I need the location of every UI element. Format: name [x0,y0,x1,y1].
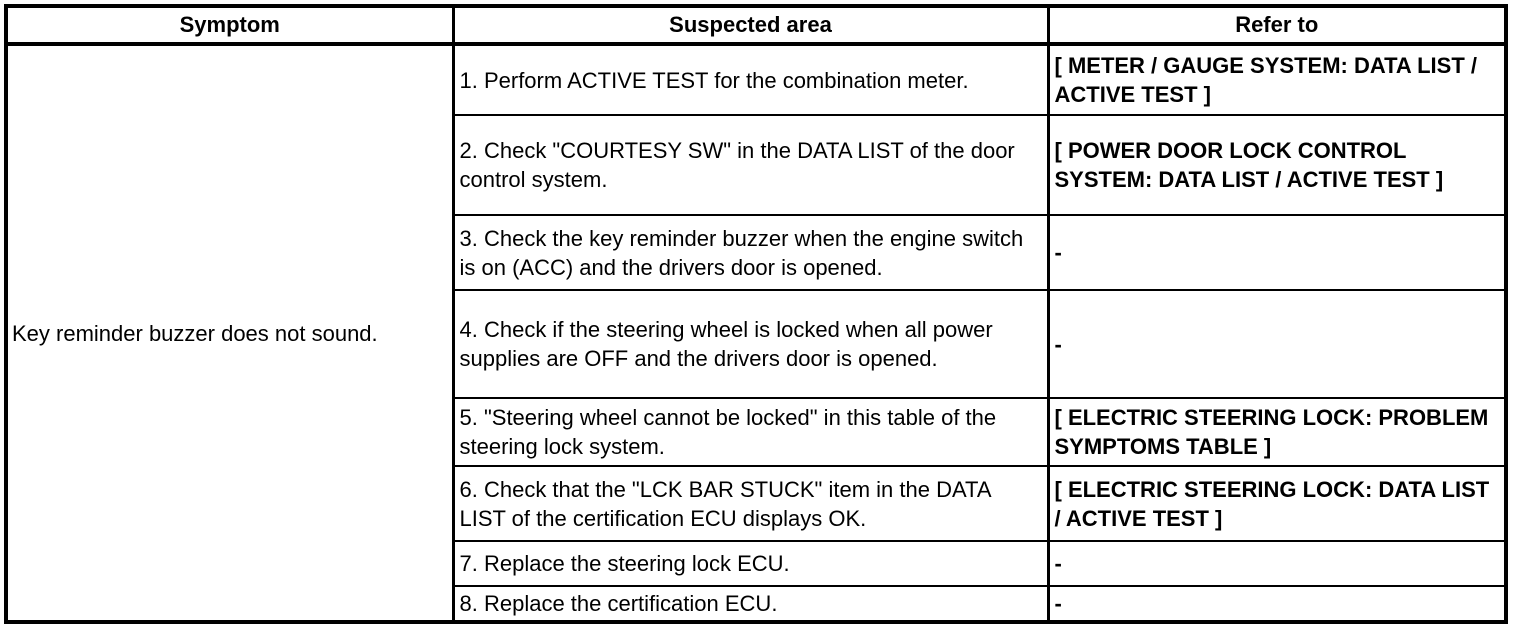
table-row: 3. Check the key reminder buzzer when th… [6,214,1508,291]
refer-to-cell: [ POWER DOOR LOCK CONTROL SYSTEM: DATA L… [1046,114,1508,216]
table-row: 2. Check "COURTESY SW" in the DATA LIST … [6,114,1508,216]
refer-to-cell: [ ELECTRIC STEERING LOCK: PROBLEM SYMPTO… [1046,397,1508,467]
refer-to-cell: - [1046,289,1508,399]
table-row: 8. Replace the certification ECU. - [6,585,1508,623]
problem-symptoms-table: Symptom Suspected area Refer to Key remi… [4,4,1508,624]
table-row: 5. "Steering wheel cannot be locked" in … [6,397,1508,467]
suspected-area-cell: 8. Replace the certification ECU. [451,585,1050,623]
refer-to-cell: [ ELECTRIC STEERING LOCK: DATA LIST / AC… [1046,465,1508,542]
suspected-area-cell: 4. Check if the steering wheel is locked… [451,289,1050,399]
symptom-cell: Key reminder buzzer does not sound. [4,43,455,623]
table-row: 7. Replace the steering lock ECU. - [6,540,1508,587]
suspected-area-cell: 1. Perform ACTIVE TEST for the combinati… [451,43,1050,116]
header-suspected-area: Suspected area [451,5,1050,46]
refer-to-cell: - [1046,540,1508,587]
suspected-area-cell: 3. Check the key reminder buzzer when th… [451,214,1050,291]
suspected-area-cell: 6. Check that the "LCK BAR STUCK" item i… [451,465,1050,542]
header-refer-to: Refer to [1046,5,1508,46]
header-row: Symptom Suspected area Refer to [4,5,1508,46]
suspected-area-cell: 5. "Steering wheel cannot be locked" in … [451,397,1050,467]
suspected-area-cell: 7. Replace the steering lock ECU. [451,540,1050,587]
refer-to-cell: - [1046,585,1508,623]
header-symptom: Symptom [4,5,455,46]
table-row: 6. Check that the "LCK BAR STUCK" item i… [6,465,1508,542]
refer-to-cell: [ METER / GAUGE SYSTEM: DATA LIST / ACTI… [1046,43,1508,116]
suspected-area-cell: 2. Check "COURTESY SW" in the DATA LIST … [451,114,1050,216]
table-row: 4. Check if the steering wheel is locked… [6,289,1508,399]
refer-to-cell: - [1046,214,1508,291]
table-row: Key reminder buzzer does not sound. 1. P… [4,43,1508,623]
